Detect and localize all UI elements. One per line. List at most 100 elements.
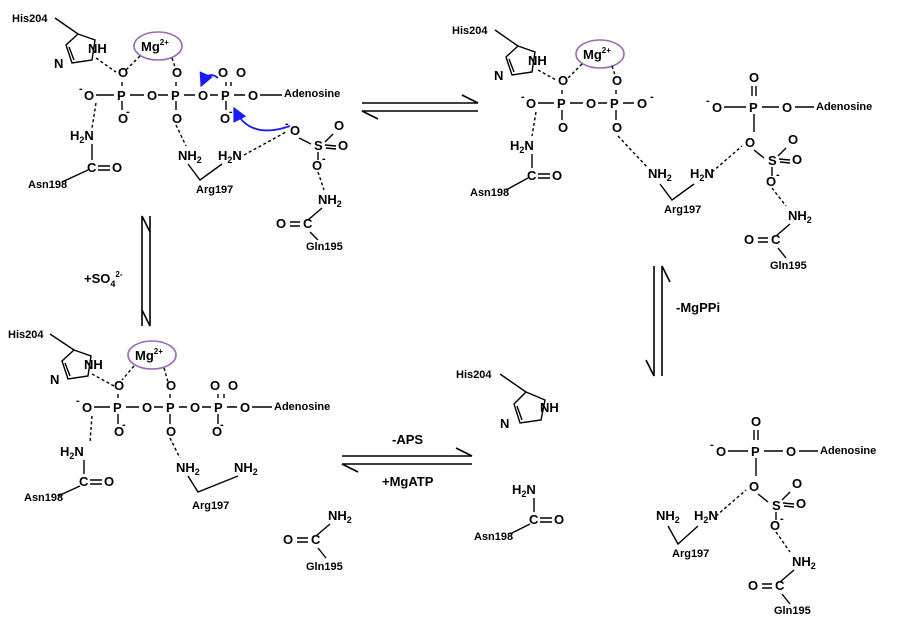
svg-text:O: O — [712, 100, 722, 115]
svg-text:Gln195: Gln195 — [306, 561, 343, 573]
adenosine-label: Adenosine — [284, 88, 340, 100]
svg-text:O: O — [552, 168, 562, 183]
svg-text:O: O — [290, 123, 300, 138]
svg-text:N: N — [50, 372, 59, 387]
svg-text:-: - — [650, 91, 654, 103]
svg-text:O: O — [745, 135, 755, 150]
svg-text:O: O — [637, 96, 647, 111]
svg-text:O: O — [190, 400, 200, 415]
svg-text:P: P — [214, 400, 223, 415]
svg-text:P: P — [749, 100, 758, 115]
sulfate-label: +SO42- — [84, 270, 123, 289]
svg-text:S: S — [772, 498, 781, 513]
svg-text:O: O — [147, 88, 157, 103]
svg-text:Adenosine: Adenosine — [820, 445, 876, 457]
svg-text:-: - — [122, 419, 126, 431]
svg-text:H2N: H2N — [690, 166, 714, 183]
imidazole-ring — [65, 33, 96, 64]
svg-text:C: C — [775, 578, 785, 593]
svg-text:P: P — [171, 88, 180, 103]
svg-text:-: - — [521, 91, 525, 103]
svg-text:O: O — [716, 444, 726, 459]
mg-label: Mg2+ — [141, 38, 169, 54]
svg-text:-: - — [76, 395, 80, 407]
svg-text:NH2: NH2 — [318, 192, 342, 209]
svg-text:O: O — [84, 88, 94, 103]
svg-text:O: O — [118, 111, 128, 126]
svg-text:O: O — [166, 424, 176, 439]
svg-text:-: - — [776, 169, 780, 181]
svg-text:O: O — [782, 100, 792, 115]
svg-text:His204: His204 — [456, 369, 492, 381]
svg-text:O: O — [312, 158, 322, 173]
gln195-label: Gln195 — [306, 241, 343, 253]
imidazole-n: N — [54, 56, 63, 71]
svg-text:O: O — [248, 88, 258, 103]
panel-free-residues: His204 NH N H2N C O Asn198 — [456, 369, 564, 543]
svg-text:O: O — [554, 512, 564, 527]
svg-text:O: O — [786, 444, 796, 459]
curved-arrow-1 — [199, 71, 219, 88]
panel-aps-bound: His204 NH N Mg2+ O O - O P O P O - O O H… — [452, 25, 872, 272]
svg-text:O: O — [338, 138, 348, 153]
svg-text:O: O — [276, 216, 286, 231]
asn198-label: Asn198 — [28, 179, 67, 191]
svg-text:S: S — [768, 153, 777, 168]
svg-text:O: O — [114, 424, 124, 439]
svg-text:NH2: NH2 — [788, 208, 812, 225]
svg-text:Arg197: Arg197 — [664, 204, 701, 216]
svg-text:Arg197: Arg197 — [672, 548, 709, 560]
svg-text:-: - — [706, 95, 710, 107]
svg-text:O: O — [114, 378, 124, 393]
svg-text:S: S — [314, 138, 323, 153]
svg-text:NH: NH — [84, 357, 103, 372]
svg-text:O: O — [118, 65, 128, 80]
equilibrium-left: +SO42- — [84, 215, 151, 327]
svg-text:-: - — [79, 83, 83, 95]
svg-text:Mg2+: Mg2+ — [583, 46, 611, 62]
svg-text:O: O — [612, 73, 622, 88]
his204-label: His204 — [12, 13, 48, 25]
svg-text:O: O — [104, 474, 114, 489]
panel-aps-complex: O - O P O Adenosine O S O O O - NH2 H2N … — [656, 414, 876, 617]
svg-text:P: P — [166, 400, 175, 415]
svg-text:O: O — [172, 111, 182, 126]
svg-text:N: N — [500, 416, 509, 431]
svg-text:H2N: H2N — [218, 148, 242, 165]
svg-text:P: P — [751, 444, 760, 459]
svg-text:O: O — [749, 70, 759, 85]
svg-text:Arg197: Arg197 — [192, 500, 229, 512]
svg-text:O: O — [751, 414, 761, 429]
mg-ring — [133, 31, 183, 61]
svg-text:O: O — [749, 479, 759, 494]
svg-text:-: - — [710, 439, 714, 451]
svg-text:O: O — [744, 232, 754, 247]
svg-text:O: O — [166, 378, 176, 393]
svg-text:O: O — [748, 578, 758, 593]
svg-text:O: O — [142, 400, 152, 415]
svg-text:Asn198: Asn198 — [24, 492, 63, 504]
svg-text:His204: His204 — [452, 25, 488, 37]
svg-text:O: O — [82, 400, 92, 415]
svg-text:Asn198: Asn198 — [474, 531, 513, 543]
svg-text:-: - — [229, 106, 233, 118]
svg-text:O: O — [770, 518, 780, 533]
svg-text:NH: NH — [528, 53, 547, 68]
svg-text:NH2: NH2 — [234, 460, 258, 477]
equilibrium-right: -MgPPi — [645, 265, 720, 377]
svg-text:O: O — [792, 152, 802, 167]
equilibrium-top — [361, 94, 479, 120]
svg-text:O: O — [766, 174, 776, 189]
svg-text:O: O — [586, 96, 596, 111]
svg-text:Adenosine: Adenosine — [816, 101, 872, 113]
panel-transition-state: His204 NH N Mg2+ O O O O O - P O P O P O… — [12, 13, 348, 253]
svg-text:O: O — [796, 496, 806, 511]
svg-text:O: O — [612, 120, 622, 135]
svg-text:O: O — [240, 400, 250, 415]
panel-mgatp-bound: His204 NH N Mg2+ O O O O - O P O P O P O… — [8, 329, 352, 573]
svg-text:Gln195: Gln195 — [774, 605, 811, 617]
svg-text:O: O — [212, 424, 222, 439]
svg-text:O: O — [198, 88, 208, 103]
svg-text:NH2: NH2 — [178, 148, 202, 165]
svg-text:O: O — [172, 65, 182, 80]
